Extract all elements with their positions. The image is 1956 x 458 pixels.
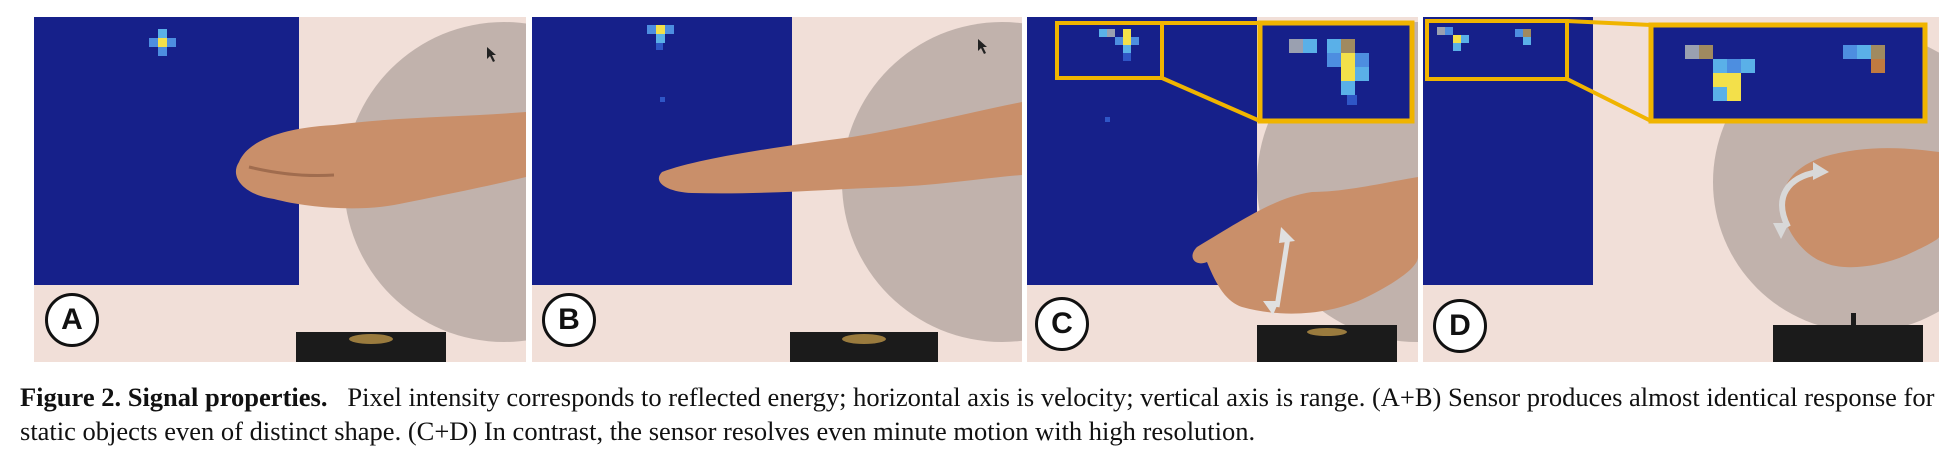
caption-lead: Figure 2. Signal properties. [20, 382, 328, 412]
panel-c-photo: C [1027, 17, 1418, 362]
panel-d-photo: D [1423, 17, 1939, 362]
panel-b-photo: B [532, 17, 1022, 362]
figure-caption: Figure 2. Signal properties. Pixel inten… [20, 380, 1945, 448]
panel-a-scene [34, 17, 526, 362]
caption-text: Pixel intensity corresponds to reflected… [20, 382, 1935, 446]
hand-tapping [1192, 177, 1418, 314]
hand-flat [658, 102, 1022, 194]
panel-b-label: B [542, 293, 596, 347]
hand-fist [235, 112, 526, 209]
highlight-region [1055, 21, 1164, 80]
panel-d-label: D [1433, 299, 1487, 353]
radar-display [532, 17, 792, 285]
panel-c-scene [1027, 17, 1418, 362]
panel-b-scene [532, 17, 1022, 362]
highlight-region [1425, 19, 1569, 81]
sensor-device [1773, 325, 1923, 362]
zoom-inset [1257, 20, 1415, 124]
panel-c-label: C [1035, 297, 1089, 351]
panel-a-photo: A [34, 17, 526, 362]
panel-d-scene [1423, 17, 1939, 362]
panel-a-label: A [45, 293, 99, 347]
radar-display [1423, 17, 1593, 285]
hand-rotating [1782, 148, 1939, 268]
